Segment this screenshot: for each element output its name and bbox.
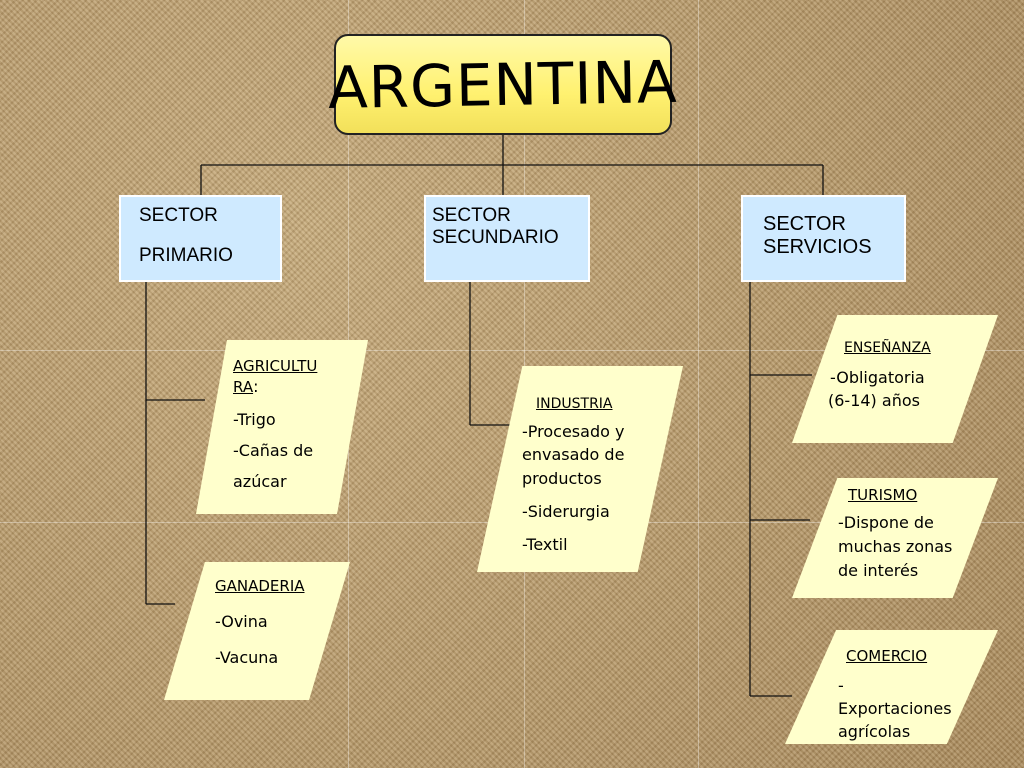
- turismo-item: muchas zonas: [838, 536, 953, 556]
- sector-servicios-line1: SECTOR: [763, 213, 846, 235]
- ganaderia-heading: GANADERIA: [215, 577, 305, 595]
- sector-servicios-line2: SERVICIOS: [763, 236, 872, 258]
- agricultura-item: azúcar: [233, 471, 287, 491]
- ganaderia-text: GANADERIA -Ovina -Vacuna: [215, 570, 345, 676]
- industria-item: productos: [522, 468, 602, 488]
- agricultura-heading-b: RA: [233, 377, 254, 396]
- sector-primario-line2: PRIMARIO: [139, 244, 233, 266]
- ganaderia-item: -Vacuna: [215, 647, 279, 667]
- industria-item: envasado de: [522, 445, 625, 465]
- grid-line: [0, 350, 1024, 351]
- turismo-item: -Dispone de: [838, 512, 934, 532]
- agricultura-colon: :: [253, 376, 259, 396]
- comercio-heading: COMERCIO: [846, 647, 928, 665]
- agricultura-card: [196, 340, 368, 514]
- industria-item: -Siderurgia: [522, 501, 610, 521]
- industria-text: INDUSTRIA -Procesado y envasado de produ…: [522, 394, 657, 556]
- turismo-text: TURISMO -Dispone de muchas zonas de inte…: [838, 484, 978, 583]
- turismo-heading: TURISMO: [848, 486, 918, 504]
- diagram-title: ARGENTINA: [327, 47, 679, 122]
- industria-item: -Procesado y: [522, 422, 625, 442]
- industria-heading: INDUSTRIA: [536, 396, 613, 412]
- agricultura-item: -Trigo: [233, 409, 276, 429]
- ensenanza-text: ENSEÑANZA -Obligatoria (6-14) años: [828, 338, 968, 413]
- comercio-item: agrícolas: [838, 722, 911, 742]
- sector-secundario-box: SECTOR SECUNDARIO: [424, 195, 590, 282]
- ensenanza-item: (6-14) años: [828, 391, 920, 411]
- sector-primario-box: SECTOR PRIMARIO: [119, 195, 282, 282]
- sector-secundario-line2: SECUNDARIO: [432, 226, 559, 248]
- agricultura-item: -Cañas de: [233, 440, 314, 460]
- sector-secundario-line1: SECTOR: [432, 205, 511, 226]
- grid-line: [698, 0, 699, 768]
- turismo-item: de interés: [838, 560, 919, 580]
- sector-primario-line1: SECTOR: [139, 205, 218, 226]
- sector-servicios-box: SECTOR SERVICIOS: [741, 195, 906, 282]
- comercio-text: COMERCIO - Exportaciones agrícolas: [838, 646, 988, 743]
- comercio-item: -: [838, 675, 844, 695]
- title-box: ARGENTINA: [328, 34, 678, 135]
- ganaderia-item: -Ovina: [215, 611, 268, 631]
- industria-item: -Textil: [522, 535, 568, 555]
- ensenanza-heading: ENSEÑANZA: [844, 340, 931, 356]
- comercio-item: Exportaciones: [838, 698, 952, 718]
- ensenanza-item: -Obligatoria: [830, 368, 925, 388]
- agricultura-heading-a: AGRICULTU: [233, 357, 318, 375]
- agricultura-text: AGRICULTU RA: -Trigo -Cañas de azúcar: [233, 356, 358, 497]
